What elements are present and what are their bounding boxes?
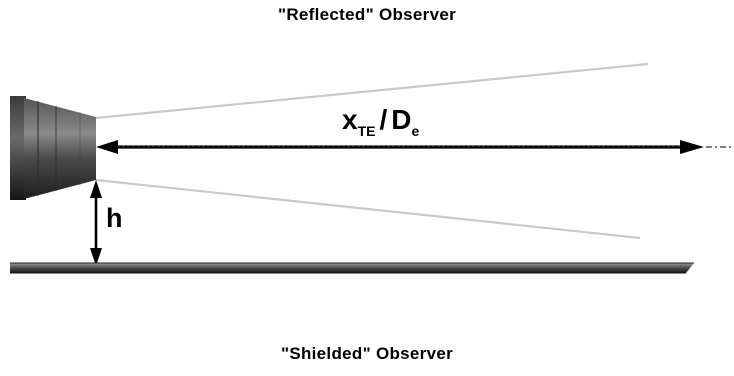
distance-arrow	[96, 140, 734, 154]
distance-d-subscript: e	[411, 123, 420, 139]
distance-arrowhead-left	[96, 140, 118, 154]
distance-x-subscript: TE	[357, 123, 376, 139]
nozzle-rim	[10, 96, 26, 200]
height-label: h	[106, 203, 123, 233]
height-arrowhead-bottom	[90, 248, 102, 266]
height-arrowhead-top	[90, 180, 102, 198]
distance-d: D	[391, 104, 412, 135]
lower-spread-line	[95, 178, 641, 240]
distance-label: xTE/De	[342, 104, 420, 139]
nozzle	[10, 96, 96, 200]
nozzle-body	[24, 98, 96, 199]
shielded-observer-label: "Shielded" Observer	[280, 344, 454, 363]
reflected-observer-label: "Reflected" Observer	[277, 5, 457, 24]
upper-spread-line	[95, 62, 649, 120]
height-arrow	[90, 180, 102, 266]
distance-arrowhead-right	[680, 140, 704, 154]
distance-x: x	[342, 104, 358, 135]
distance-separator: /	[379, 104, 388, 135]
surface-plate	[10, 262, 694, 274]
